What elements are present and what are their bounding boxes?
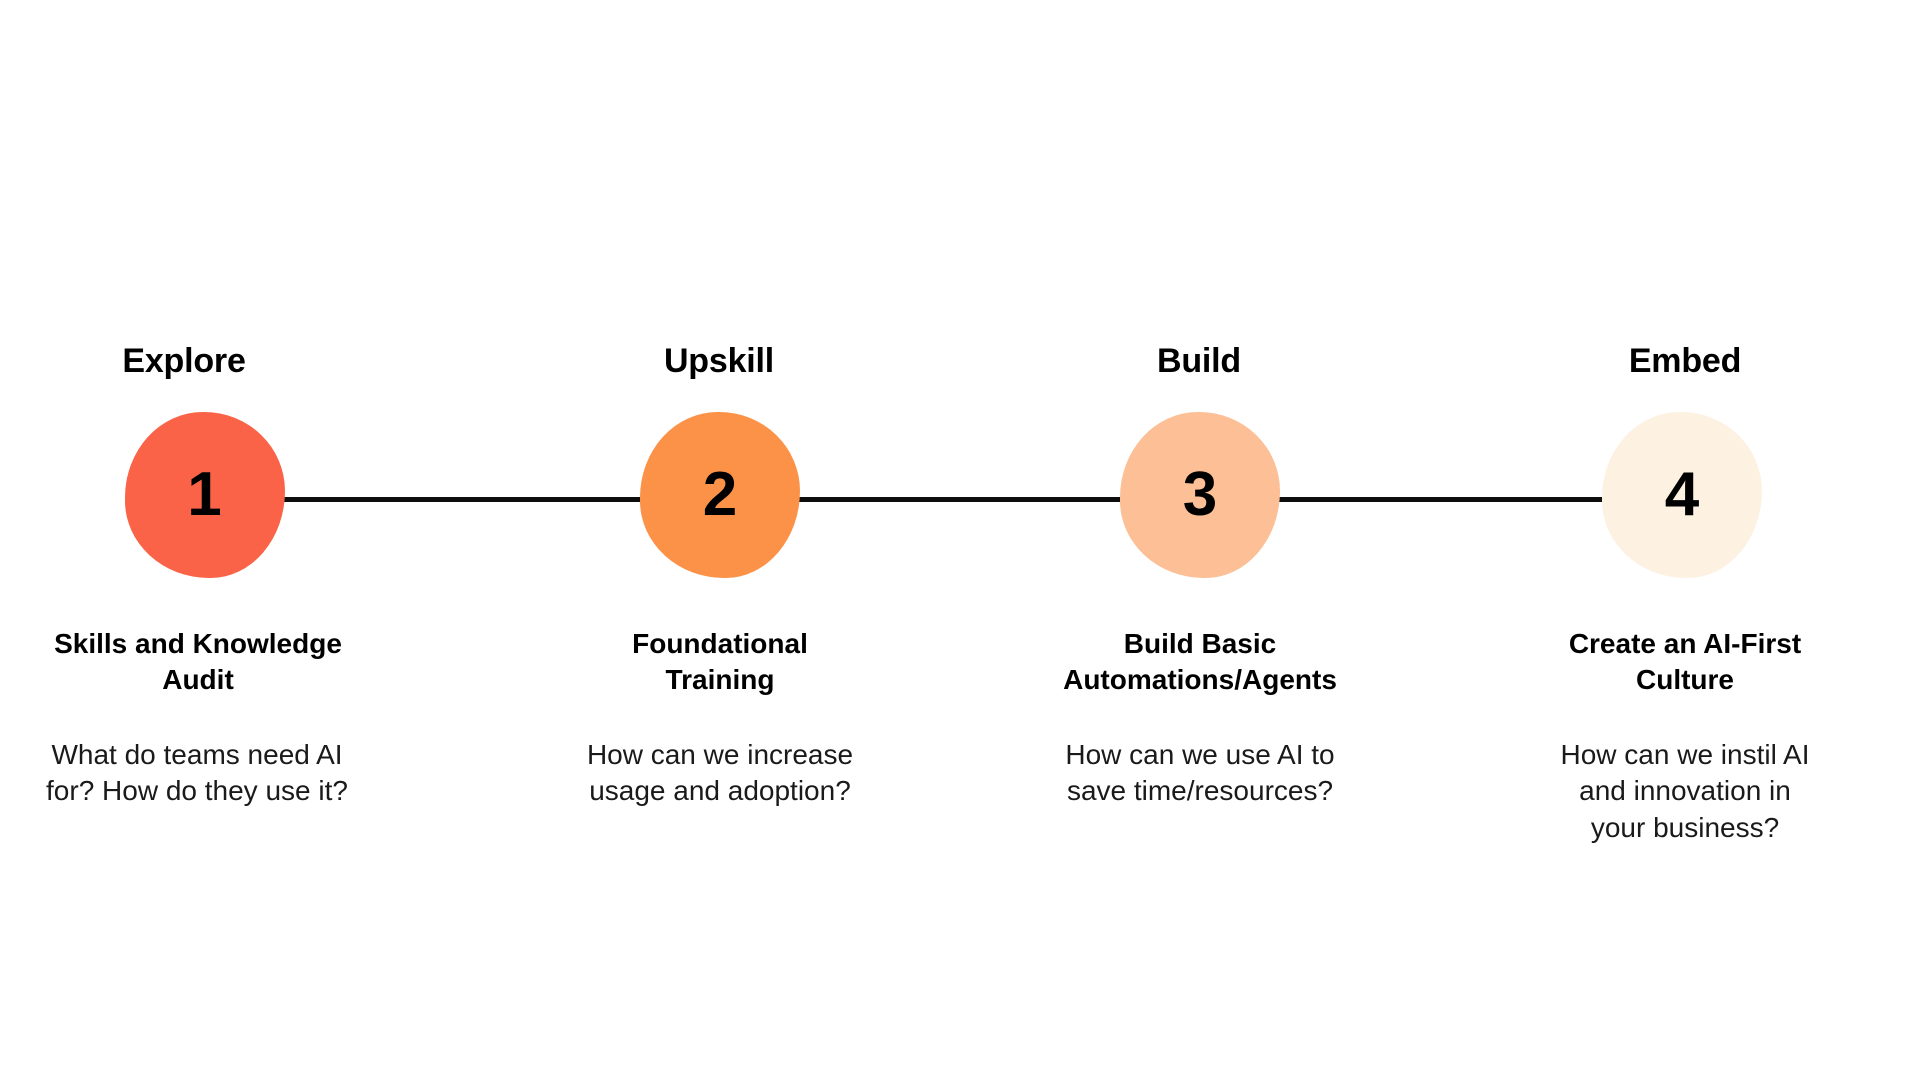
step-title-1: Skills and Knowledge Audit (54, 628, 342, 696)
step-node-1[interactable]: 1 (124, 412, 285, 578)
step-node-number-2: 2 (702, 460, 738, 529)
step-title-4: Create an AI-First Culture (1568, 628, 1802, 696)
step-node-circle-4 (1602, 412, 1762, 578)
step-node-circle-1 (124, 412, 285, 578)
step-question-4: How can we instil AI and innovation in y… (1560, 738, 1810, 843)
step-question-3: How can we use AI to save time/resources… (1065, 738, 1335, 807)
step-node-4[interactable]: 4 (1602, 412, 1762, 578)
step-question-2: How can we increase usage and adoption? (586, 738, 854, 807)
step-phase-label-4: Embed (1628, 342, 1742, 380)
step-title-3: Build Basic Automations/Agents (1063, 628, 1337, 696)
step-node-2[interactable]: 2 (640, 412, 800, 578)
step-node-3[interactable]: 3 (1120, 412, 1280, 578)
step-phase-label-3: Build (1157, 342, 1241, 380)
step-title-2: Foundational Training (632, 628, 808, 696)
step-phase-label-1: Explore (122, 342, 246, 380)
step-node-number-4: 4 (1664, 460, 1700, 529)
step-node-number-1: 1 (187, 460, 222, 529)
step-node-circle-2 (640, 412, 800, 578)
step-column-1: Explore 1 Skills and Knowledge Audit Wha… (0, 0, 480, 1080)
step-column-4: Embed 4 Create an AI-First Culture How c… (1440, 0, 1920, 1080)
step-question-1: What do teams need AI for? How do they u… (46, 738, 348, 807)
step-column-3: Build 3 Build Basic Automations/Agents H… (960, 0, 1440, 1080)
timeline-connector-line (210, 497, 1725, 502)
step-node-circle-3 (1120, 412, 1280, 578)
step-node-number-3: 3 (1182, 460, 1218, 529)
step-column-2: Upskill 2 Foundational Training How can … (480, 0, 960, 1080)
step-phase-label-2: Upskill (663, 342, 775, 380)
